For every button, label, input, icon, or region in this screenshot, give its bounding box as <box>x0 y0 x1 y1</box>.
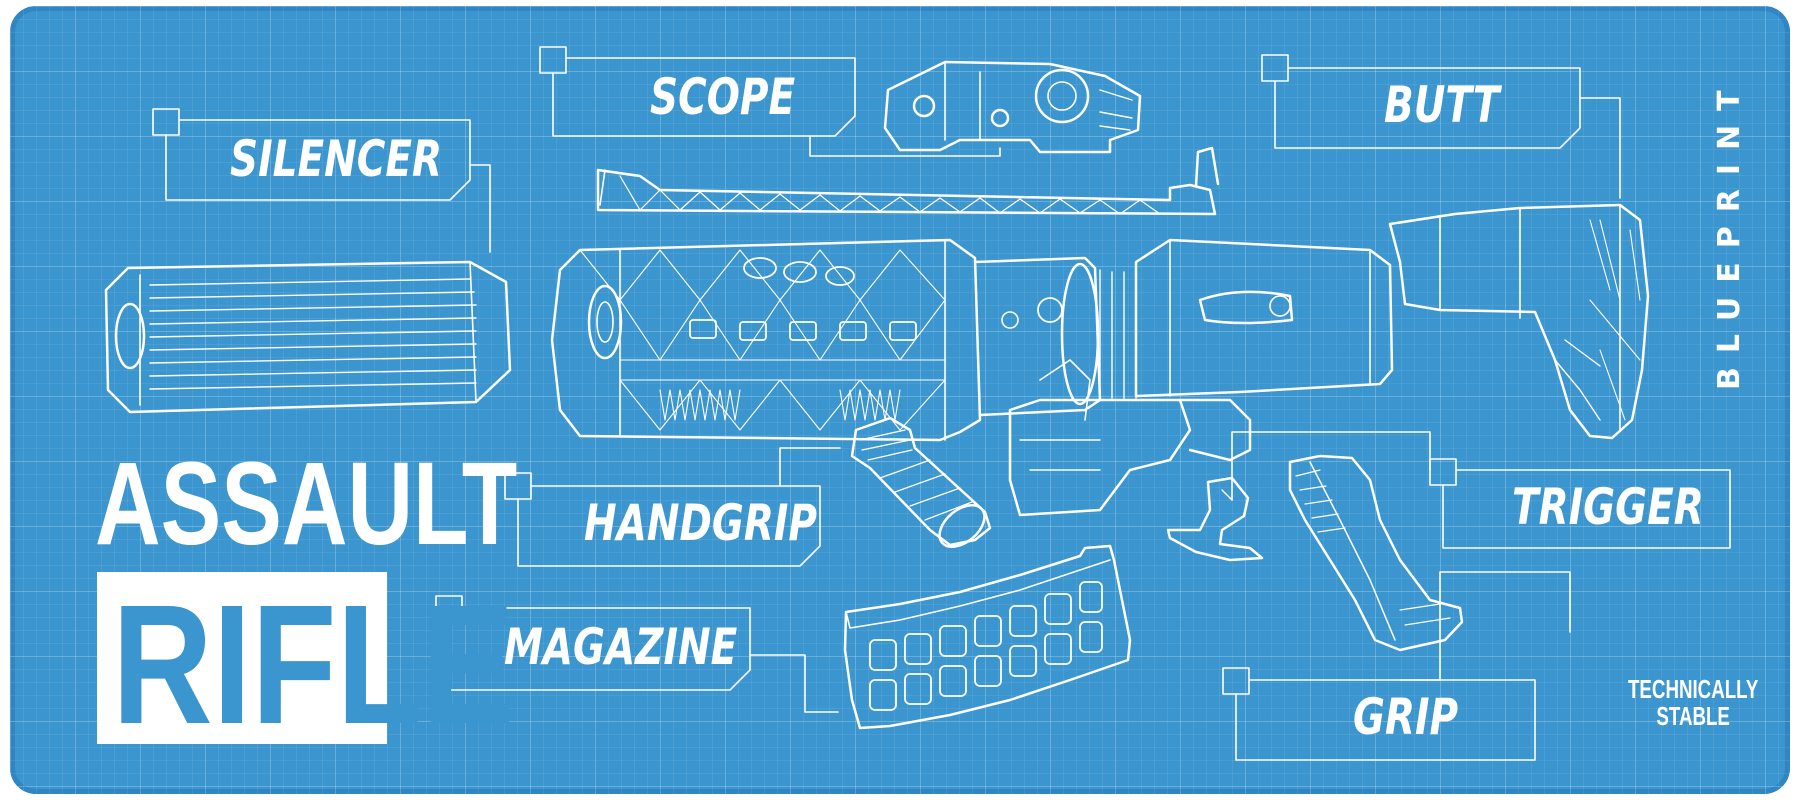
callout-grip <box>1222 571 1571 761</box>
brand-logo-text: TECHNICALLY STABLE <box>1628 674 1759 732</box>
grip-drawing <box>1288 454 1464 652</box>
label-grip: GRIP <box>1353 688 1459 746</box>
magazine-drawing <box>843 544 1132 730</box>
trigger-drawing <box>1166 476 1264 562</box>
receiver-drawing <box>550 146 1394 517</box>
scope-drawing <box>883 60 1142 154</box>
label-trigger: TRIGGER <box>1512 478 1704 536</box>
handgrip-drawing <box>850 416 992 548</box>
label-handgrip: HANDGRIP <box>584 494 817 552</box>
label-butt: BUTT <box>1384 76 1500 134</box>
butt-drawing <box>1388 203 1650 440</box>
callout-trigger <box>1231 431 1731 549</box>
callout-handgrip <box>504 447 841 567</box>
label-scope: SCOPE <box>650 68 796 126</box>
side-text-blueprint: BLUEPRINT <box>1712 76 1747 390</box>
callout-magazine <box>435 595 839 713</box>
title-line-1: ASSAULT <box>95 438 518 570</box>
callout-scope <box>539 46 1001 157</box>
callout-silencer <box>152 108 491 253</box>
callout-butt <box>1261 54 1621 199</box>
label-silencer: SILENCER <box>230 130 443 188</box>
blueprint-mat <box>10 6 1790 794</box>
silencer-drawing <box>104 260 512 414</box>
label-magazine: MAGAZINE <box>504 618 738 676</box>
title-line-2: RIFLE <box>112 570 515 760</box>
title-box <box>97 572 387 744</box>
